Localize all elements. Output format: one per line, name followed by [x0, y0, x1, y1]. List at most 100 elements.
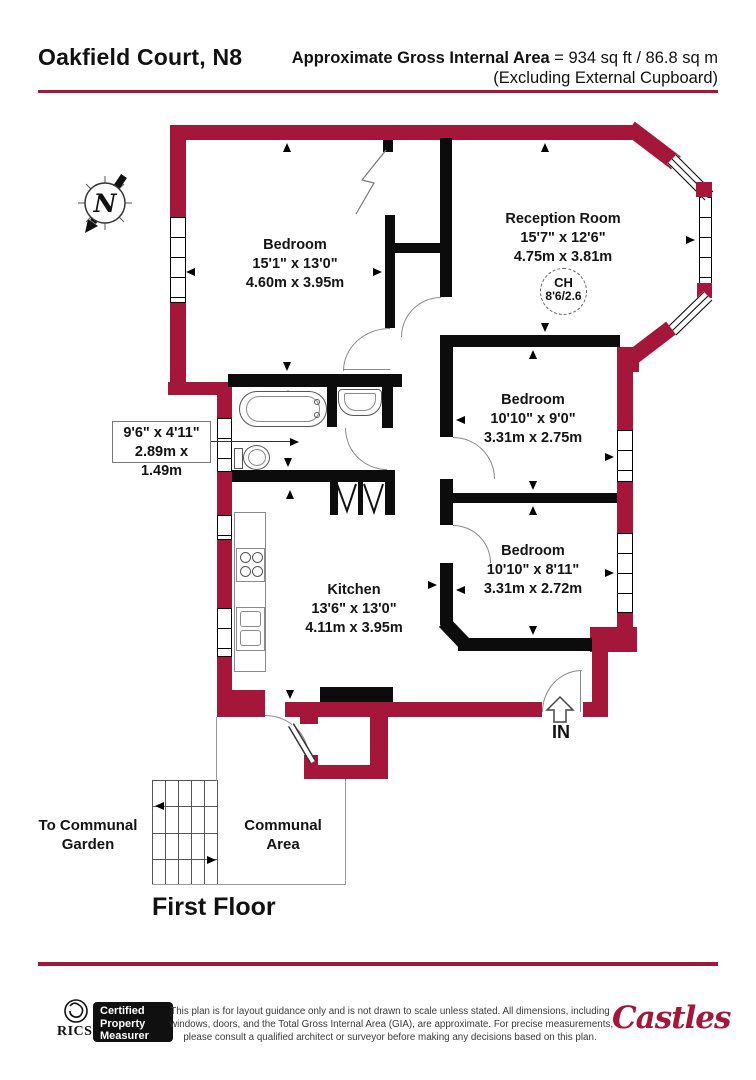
label-line: Communal: [244, 817, 322, 834]
tap-icon: [314, 399, 320, 405]
exterior-wall: [623, 350, 639, 372]
rics-lion-icon: [64, 999, 88, 1023]
toilet-seat: [248, 449, 266, 466]
dim-arrow: [456, 416, 465, 424]
disclaimer-line: This plan is for layout guidance only an…: [170, 1006, 610, 1017]
room-dims-metric: 4.60m x 3.95m: [245, 275, 345, 291]
interior-wall: [453, 493, 617, 503]
bathtub-inner: [246, 396, 320, 422]
interior-wall: [440, 138, 452, 253]
window: [170, 217, 186, 303]
area-label: Approximate Gross Internal Area: [291, 49, 550, 67]
hob-ring-icon: [240, 552, 251, 563]
header-rule: [38, 90, 718, 93]
door-arc: [345, 428, 387, 470]
room-dims-imperial: 9'6" x 4'11": [123, 425, 200, 441]
interior-wall: [232, 470, 395, 482]
interior-wall: [382, 387, 393, 428]
exterior-wall: [285, 702, 542, 717]
room-dims-metric: 2.89m x 1.49m: [134, 444, 189, 479]
castles-logo: Castles: [612, 1000, 731, 1036]
exterior-wall: [617, 482, 633, 533]
badge-line: Certified: [100, 1005, 145, 1017]
stair-line: [152, 859, 218, 860]
disclaimer-line: windows, doors, and the Total Gross Inte…: [170, 1019, 614, 1030]
interior-wall: [440, 563, 453, 625]
vestibule-wall: [304, 765, 388, 779]
hob-ring-icon: [252, 566, 263, 577]
dim-arrow: [283, 362, 291, 371]
interior-wall: [385, 215, 395, 328]
exterior-wall: [170, 303, 186, 383]
entrance-door-arc: [542, 670, 582, 712]
room-dims-imperial: 15'7" x 12'6": [520, 230, 606, 246]
disclaimer-line: please consult a qualified architect or …: [183, 1032, 597, 1043]
exterior-wall: [168, 382, 232, 395]
staircase: [152, 780, 218, 885]
vestibule-wall: [370, 708, 388, 778]
exterior-wall: [592, 650, 608, 717]
room-dims-imperial: 13'6" x 13'0": [311, 601, 397, 617]
interior-wall: [327, 387, 337, 427]
room-label-bedroom1: Bedroom 15'1" x 13'0" 4.60m x 3.95m: [246, 236, 344, 293]
area-value: = 934 sq ft / 86.8 sq m: [554, 49, 718, 67]
room-label-bedroom3: Bedroom 10'10" x 8'11" 3.31m x 2.72m: [484, 542, 582, 599]
sink-bowl: [240, 630, 261, 646]
communal-boundary: [345, 779, 346, 885]
room-dims-imperial: 15'1" x 13'0": [252, 256, 338, 272]
bifold-closet-door: [355, 149, 387, 215]
exterior-wall: [217, 690, 265, 717]
rics-logo-text: RICS: [57, 1024, 93, 1039]
label-line: Garden: [61, 836, 115, 853]
basin-inner: [344, 393, 376, 411]
door-leaf: [343, 369, 390, 370]
interior-wall: [440, 335, 620, 347]
dim-arrow: [284, 458, 292, 467]
vestibule-wall: [300, 717, 318, 724]
footer-rule: [38, 962, 718, 966]
interior-wall: [440, 503, 453, 525]
dim-arrow: [686, 236, 695, 244]
certified-property-measurer-badge: Certified Property Measurer: [93, 1002, 173, 1042]
bay-window: [699, 197, 712, 284]
room-dims-imperial: 10'10" x 8'11": [486, 562, 580, 578]
room-dims-metric: 3.31m x 2.75m: [483, 430, 583, 446]
communal-boundary: [152, 884, 346, 885]
label-line: To Communal: [38, 817, 138, 834]
hob-ring-icon: [252, 552, 263, 563]
interior-wall: [440, 253, 452, 297]
area-summary: Approximate Gross Internal Area = 934 sq…: [292, 48, 718, 88]
dim-arrow: [456, 586, 465, 594]
room-name: Bedroom: [263, 237, 327, 253]
exterior-wall: [217, 539, 232, 608]
room-dims-metric: 4.75m x 3.81m: [513, 249, 613, 265]
label-line: Area: [266, 836, 300, 853]
window: [217, 418, 232, 472]
page-title: Oakfield Court, N8: [38, 44, 243, 70]
door-arc: [401, 297, 441, 337]
bathroom-dims-box: 9'6" x 4'11" 2.89m x 1.49m: [112, 421, 211, 479]
external-cupboard: [320, 687, 393, 702]
interior-wall: [228, 374, 402, 387]
room-dims-imperial: 10'10" x 9'0": [490, 411, 576, 427]
dim-arrow: [529, 506, 537, 515]
toilet-cistern: [234, 448, 243, 469]
room-label-reception: Reception Room 15'7" x 12'6" 4.75m x 3.8…: [505, 210, 620, 267]
room-name: Reception Room: [505, 211, 621, 227]
ch-value: 8'6/2.6: [545, 289, 582, 303]
door-leaf: [580, 670, 581, 712]
svg-text:N: N: [93, 189, 118, 218]
exterior-wall: [170, 125, 632, 140]
interior-wall: [440, 347, 453, 437]
room-name: Bedroom: [501, 392, 565, 408]
cupboard-wall: [385, 482, 395, 515]
dim-arrow: [428, 581, 437, 589]
communal-area-label: Communal Area: [244, 816, 322, 854]
stair-direction-arrow: [155, 802, 164, 810]
ch-label: CH: [554, 275, 573, 290]
stair-line: [152, 806, 218, 807]
tap-icon: [314, 412, 320, 418]
badge-line: Measurer: [100, 1030, 149, 1042]
